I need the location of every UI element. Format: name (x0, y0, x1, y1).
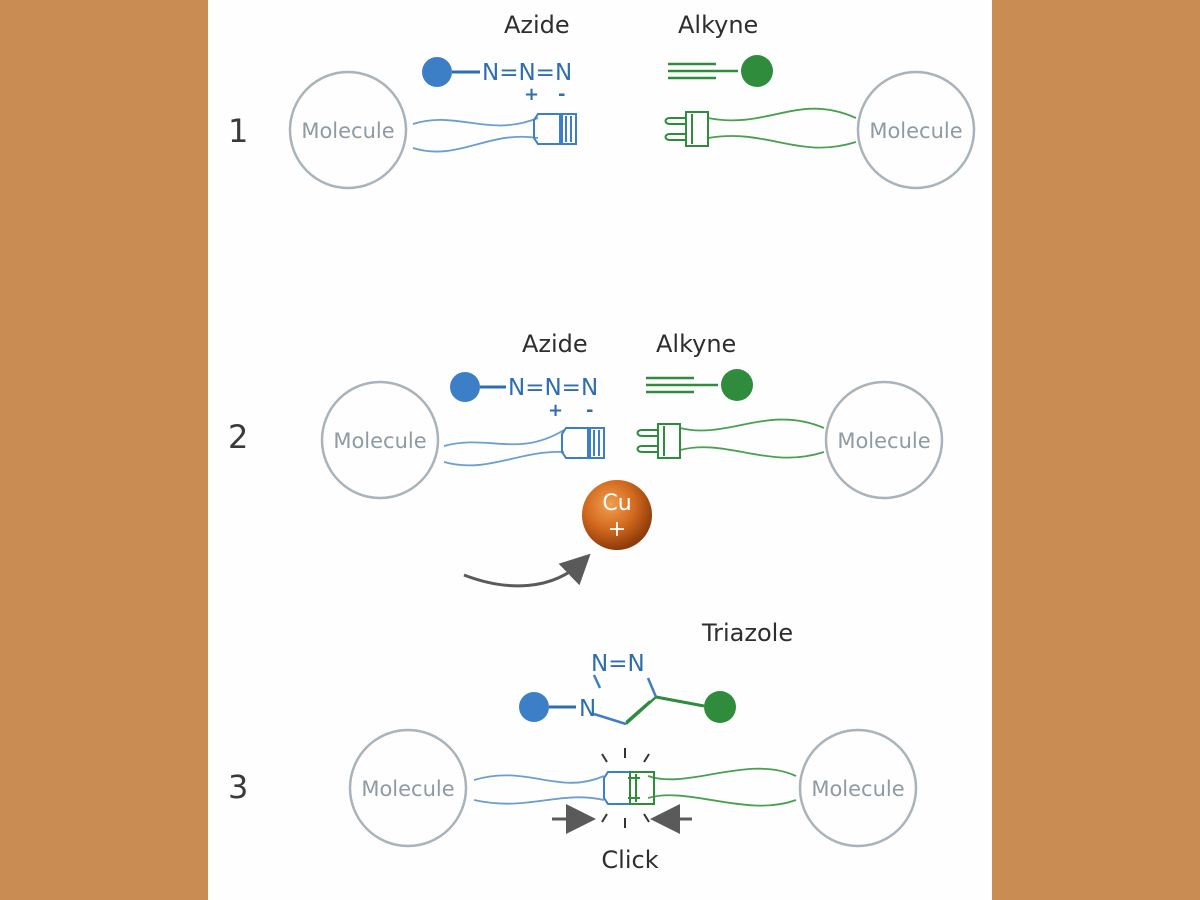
triazole-n1: N (579, 696, 596, 722)
triazole-top-formula: N=N (591, 651, 645, 677)
molecule-label-right: Molecule (811, 777, 904, 801)
molecule-label-left: Molecule (301, 119, 394, 143)
alkyne-linker-tether (679, 418, 825, 459)
charge-minus: - (586, 400, 593, 421)
step-3: 3 Triazole N=N N Molecule Molecule (228, 619, 918, 874)
charge-plus: + (524, 84, 539, 105)
molecule-circle-left (320, 380, 440, 500)
azide-label: Azide (522, 330, 588, 358)
charge-minus: - (558, 84, 565, 105)
alkyne-group-icon (668, 55, 773, 87)
molecule-circle-right (824, 380, 944, 500)
step-number-2: 2 (228, 418, 248, 456)
step-number-3: 3 (228, 768, 248, 806)
azide-label: Azide (504, 11, 570, 39)
diagram-panel: 1 Azide Alkyne N=N=N + - Molecule (208, 0, 992, 900)
charge-plus: + (548, 400, 563, 421)
azide-linker-tether (473, 774, 605, 805)
triazole-label: Triazole (701, 619, 793, 647)
molecule-label-right: Molecule (869, 119, 962, 143)
step-number-1: 1 (228, 112, 248, 150)
alkyne-linker-tether (707, 107, 857, 149)
azide-linker-tether (443, 429, 565, 467)
molecule-circle-left (348, 728, 468, 848)
azide-linker-tether (412, 117, 539, 153)
molecule-circle-left (288, 70, 408, 190)
catalyst-charge: + (608, 517, 626, 542)
catalyst-symbol: Cu (602, 491, 631, 516)
azide-group-icon (450, 372, 506, 402)
click-burst-icon (601, 748, 650, 828)
azide-group-icon (422, 57, 480, 87)
molecule-label-left: Molecule (361, 777, 454, 801)
molecule-circle-right (798, 728, 918, 848)
triazole-ring-icon (519, 674, 736, 726)
alkyne-linker-tether (647, 767, 797, 807)
alkyne-label: Alkyne (678, 11, 758, 39)
catalyst-arrow-icon (463, 553, 591, 588)
azide-formula: N=N=N (482, 60, 572, 86)
step-2: 2 Azide Alkyne N=N=N + - Molecule (228, 330, 944, 588)
molecule-label-right: Molecule (837, 429, 930, 453)
buckle-female-icon (561, 427, 605, 459)
buckle-male-icon (664, 111, 709, 147)
molecule-circle-right (856, 70, 976, 190)
click-chemistry-diagram: 1 Azide Alkyne N=N=N + - Molecule (228, 11, 976, 874)
click-label: Click (601, 846, 658, 874)
alkyne-label: Alkyne (656, 330, 736, 358)
buckle-male-icon (636, 423, 681, 459)
azide-formula: N=N=N (508, 375, 598, 401)
molecule-label-left: Molecule (333, 429, 426, 453)
alkyne-group-icon (646, 369, 753, 401)
step-1: 1 Azide Alkyne N=N=N + - Molecule (228, 11, 976, 190)
copper-catalyst-icon (582, 480, 652, 550)
connected-buckle-icon (603, 771, 655, 805)
buckle-female-icon (533, 113, 577, 145)
